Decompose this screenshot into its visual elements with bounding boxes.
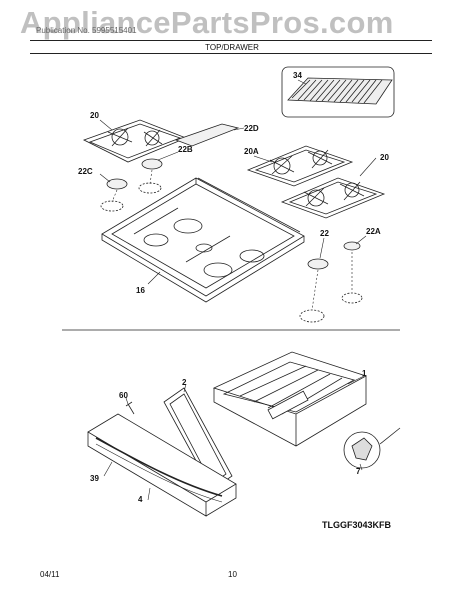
bracket-detail-illustration xyxy=(343,427,401,469)
drawer-body-illustration xyxy=(212,351,368,447)
griddle-illustration xyxy=(281,66,395,118)
right-grate-20 xyxy=(280,177,386,219)
callout-34: 34 xyxy=(293,71,302,80)
publication-header: Publication No. 5995515401 xyxy=(36,26,137,35)
screw-illustration xyxy=(125,401,135,415)
drawer-front-illustration xyxy=(87,413,237,517)
callout-60: 60 xyxy=(119,391,128,400)
callout-1: 1 xyxy=(362,369,367,378)
section-title: TOP/DRAWER xyxy=(205,43,259,52)
callout-22d: 22D xyxy=(244,124,259,133)
callout-2: 2 xyxy=(182,378,187,387)
callout-22c: 22C xyxy=(78,167,93,176)
callout-20a: 20A xyxy=(244,147,259,156)
burner-cap-22b xyxy=(141,158,163,170)
callout-20-right: 20 xyxy=(380,153,389,162)
burner-cap-22c xyxy=(106,178,128,190)
callout-7: 7 xyxy=(356,467,361,476)
left-grate-illustration xyxy=(82,119,188,163)
burner-cap-22a xyxy=(343,241,361,251)
model-code: TLGGF3043KFB xyxy=(322,520,392,530)
section-rule xyxy=(30,53,432,54)
header-rule xyxy=(30,40,432,41)
footer-date: 04/11 xyxy=(40,570,60,579)
burner-cap-22d xyxy=(174,123,240,147)
cooktop-illustration xyxy=(101,177,305,303)
callout-22: 22 xyxy=(320,229,329,238)
right-grate-20a xyxy=(246,145,354,187)
callout-16: 16 xyxy=(136,286,145,295)
burner-cap-22 xyxy=(307,258,329,270)
footer-page-number: 10 xyxy=(228,570,237,579)
callout-22b: 22B xyxy=(178,145,193,154)
callout-22a: 22A xyxy=(366,227,381,236)
callout-4: 4 xyxy=(138,495,143,504)
watermark: AppliancePartsPros.com xyxy=(20,5,394,40)
callout-20-left: 20 xyxy=(90,111,99,120)
callout-39: 39 xyxy=(90,474,99,483)
